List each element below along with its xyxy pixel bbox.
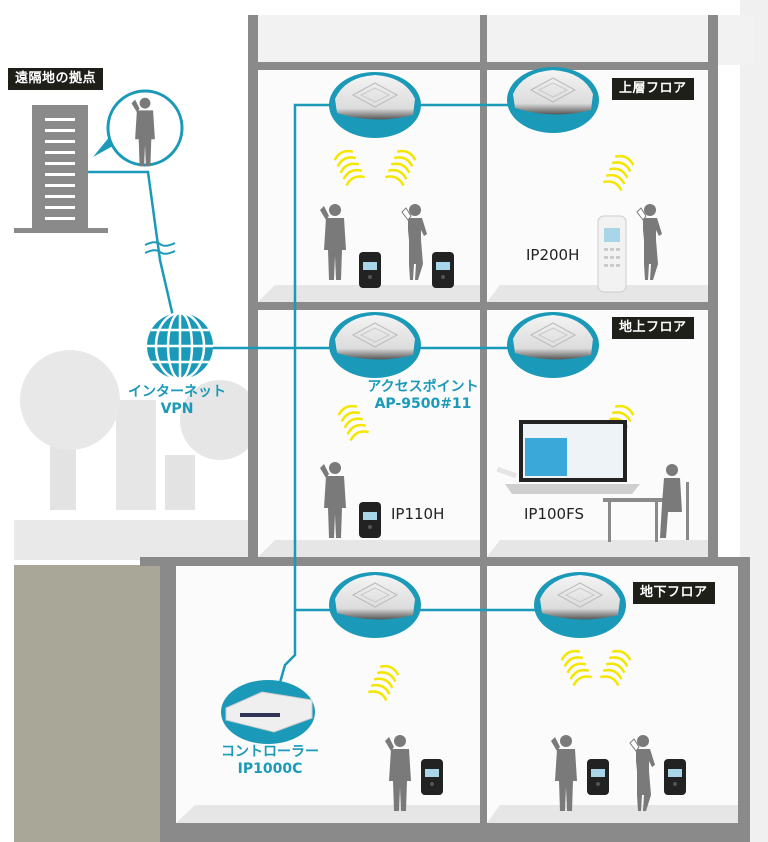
- access-point-upper-left: [328, 71, 422, 139]
- controller-label-line2: IP1000C: [237, 761, 303, 777]
- line-break-mark: [144, 241, 176, 255]
- controller-label: コントローラー IP1000C: [210, 744, 330, 778]
- transceiver-icon: [432, 252, 454, 288]
- globe-icon: [147, 311, 213, 381]
- controller-device: [221, 680, 315, 744]
- floor-label-ground: 地上フロア: [612, 317, 694, 339]
- laptop-icon: [496, 420, 640, 494]
- remote-site-label: 遠隔地の拠点: [8, 68, 104, 90]
- access-point-ground-left: [328, 311, 422, 379]
- transceiver-icon: [359, 252, 381, 288]
- access-point-ground-right: [506, 311, 600, 379]
- internet-label-line2: VPN: [160, 401, 194, 417]
- device-model-ip200h: IP200H: [526, 246, 580, 264]
- remote-person-bubble: [93, 89, 184, 167]
- transceiver-icon: [587, 759, 609, 795]
- access-point-label: アクセスポイント AP-9500#11: [356, 379, 490, 413]
- transceiver-icon: [359, 502, 381, 538]
- internet-label: インターネット VPN: [112, 384, 242, 418]
- controller-label-line1: コントローラー: [221, 744, 319, 760]
- internet-label-line1: インターネット: [128, 384, 226, 400]
- ground-soil: [14, 565, 174, 842]
- transceiver-icon: [664, 759, 686, 795]
- floor-label-upper: 上層フロア: [612, 78, 694, 100]
- seated-person-icon: [603, 464, 689, 542]
- transceiver-icon: [421, 759, 443, 795]
- device-model-ip110h: IP110H: [391, 505, 445, 523]
- cordless-handset-icon: [597, 215, 627, 293]
- access-point-label-line1: アクセスポイント: [367, 379, 479, 395]
- office-building-icon: [14, 105, 108, 233]
- access-point-label-line2: AP-9500#11: [374, 396, 472, 412]
- access-point-basement-right: [533, 571, 627, 639]
- access-point-basement-left: [328, 571, 422, 639]
- floor-label-basement: 地下フロア: [633, 582, 715, 604]
- device-model-ip100fs: IP100FS: [524, 505, 584, 523]
- access-point-upper-right: [506, 66, 600, 134]
